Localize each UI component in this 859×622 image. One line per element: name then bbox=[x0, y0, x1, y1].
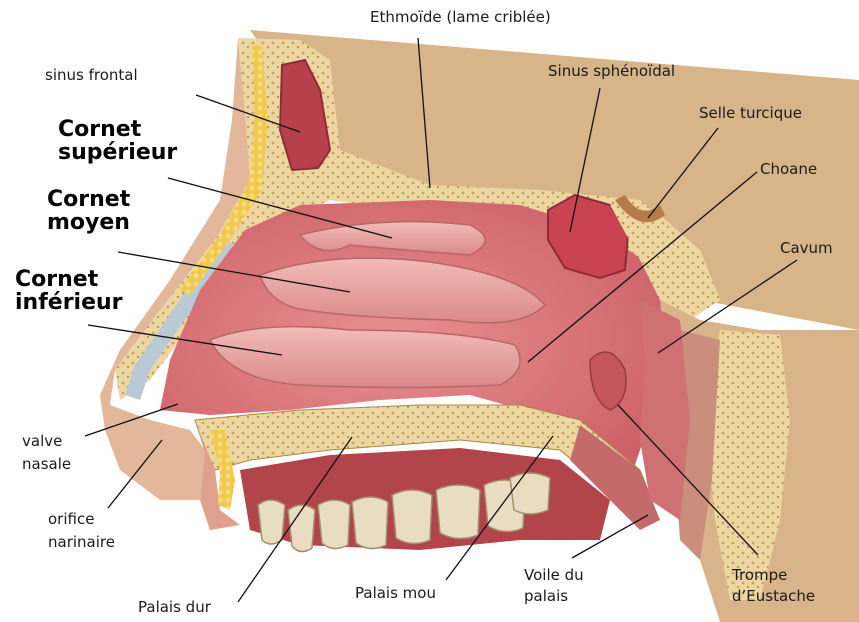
label-cornet-inferieur-line1: Cornet bbox=[15, 268, 123, 291]
label-voile-du-palais-line1: Voile du bbox=[524, 566, 584, 585]
label-cavum: Cavum bbox=[780, 239, 833, 258]
label-sinus-sphenoidal: Sinus sphénoïdal bbox=[548, 62, 675, 81]
label-valve-nasale-line1: valve bbox=[22, 432, 71, 451]
label-choane: Choane bbox=[760, 160, 817, 179]
tooth bbox=[318, 500, 350, 549]
label-voile-du-palais: Voile du palais bbox=[524, 566, 584, 606]
label-ethmoide: Ethmoïde (lame criblée) bbox=[370, 8, 551, 27]
tooth bbox=[258, 500, 285, 544]
tooth bbox=[510, 473, 550, 514]
label-orifice-narinaire: orifice narinaire bbox=[48, 510, 115, 552]
label-cornet-moyen-line2: moyen bbox=[47, 211, 130, 234]
label-sinus-frontal: sinus frontal bbox=[45, 66, 138, 85]
label-cornet-moyen-line1: Cornet bbox=[47, 188, 130, 211]
label-selle-turcique: Selle turcique bbox=[699, 104, 802, 123]
label-trompe-eustache: Trompe d’Eustache bbox=[732, 566, 815, 606]
label-trompe-eustache-line1: Trompe bbox=[732, 566, 815, 585]
label-palais-mou: Palais mou bbox=[355, 584, 436, 603]
label-valve-nasale-line2: nasale bbox=[22, 455, 71, 474]
tooth bbox=[392, 490, 432, 544]
label-cornet-inferieur-line2: inférieur bbox=[15, 291, 123, 314]
label-cornet-superieur: Cornet supérieur bbox=[58, 118, 177, 164]
label-trompe-eustache-line2: d’Eustache bbox=[732, 587, 815, 606]
label-voile-du-palais-line2: palais bbox=[524, 587, 584, 606]
label-palais-dur: Palais dur bbox=[138, 598, 211, 617]
tooth bbox=[352, 497, 388, 549]
label-cornet-superieur-line1: Cornet bbox=[58, 118, 177, 141]
label-valve-nasale: valve nasale bbox=[22, 432, 71, 474]
label-cornet-moyen: Cornet moyen bbox=[47, 188, 130, 234]
label-cornet-superieur-line2: supérieur bbox=[58, 141, 177, 164]
tooth bbox=[288, 505, 315, 552]
label-orifice-narinaire-line1: orifice bbox=[48, 510, 115, 529]
label-orifice-narinaire-line2: narinaire bbox=[48, 533, 115, 552]
label-cornet-inferieur: Cornet inférieur bbox=[15, 268, 123, 314]
tooth bbox=[436, 485, 480, 539]
